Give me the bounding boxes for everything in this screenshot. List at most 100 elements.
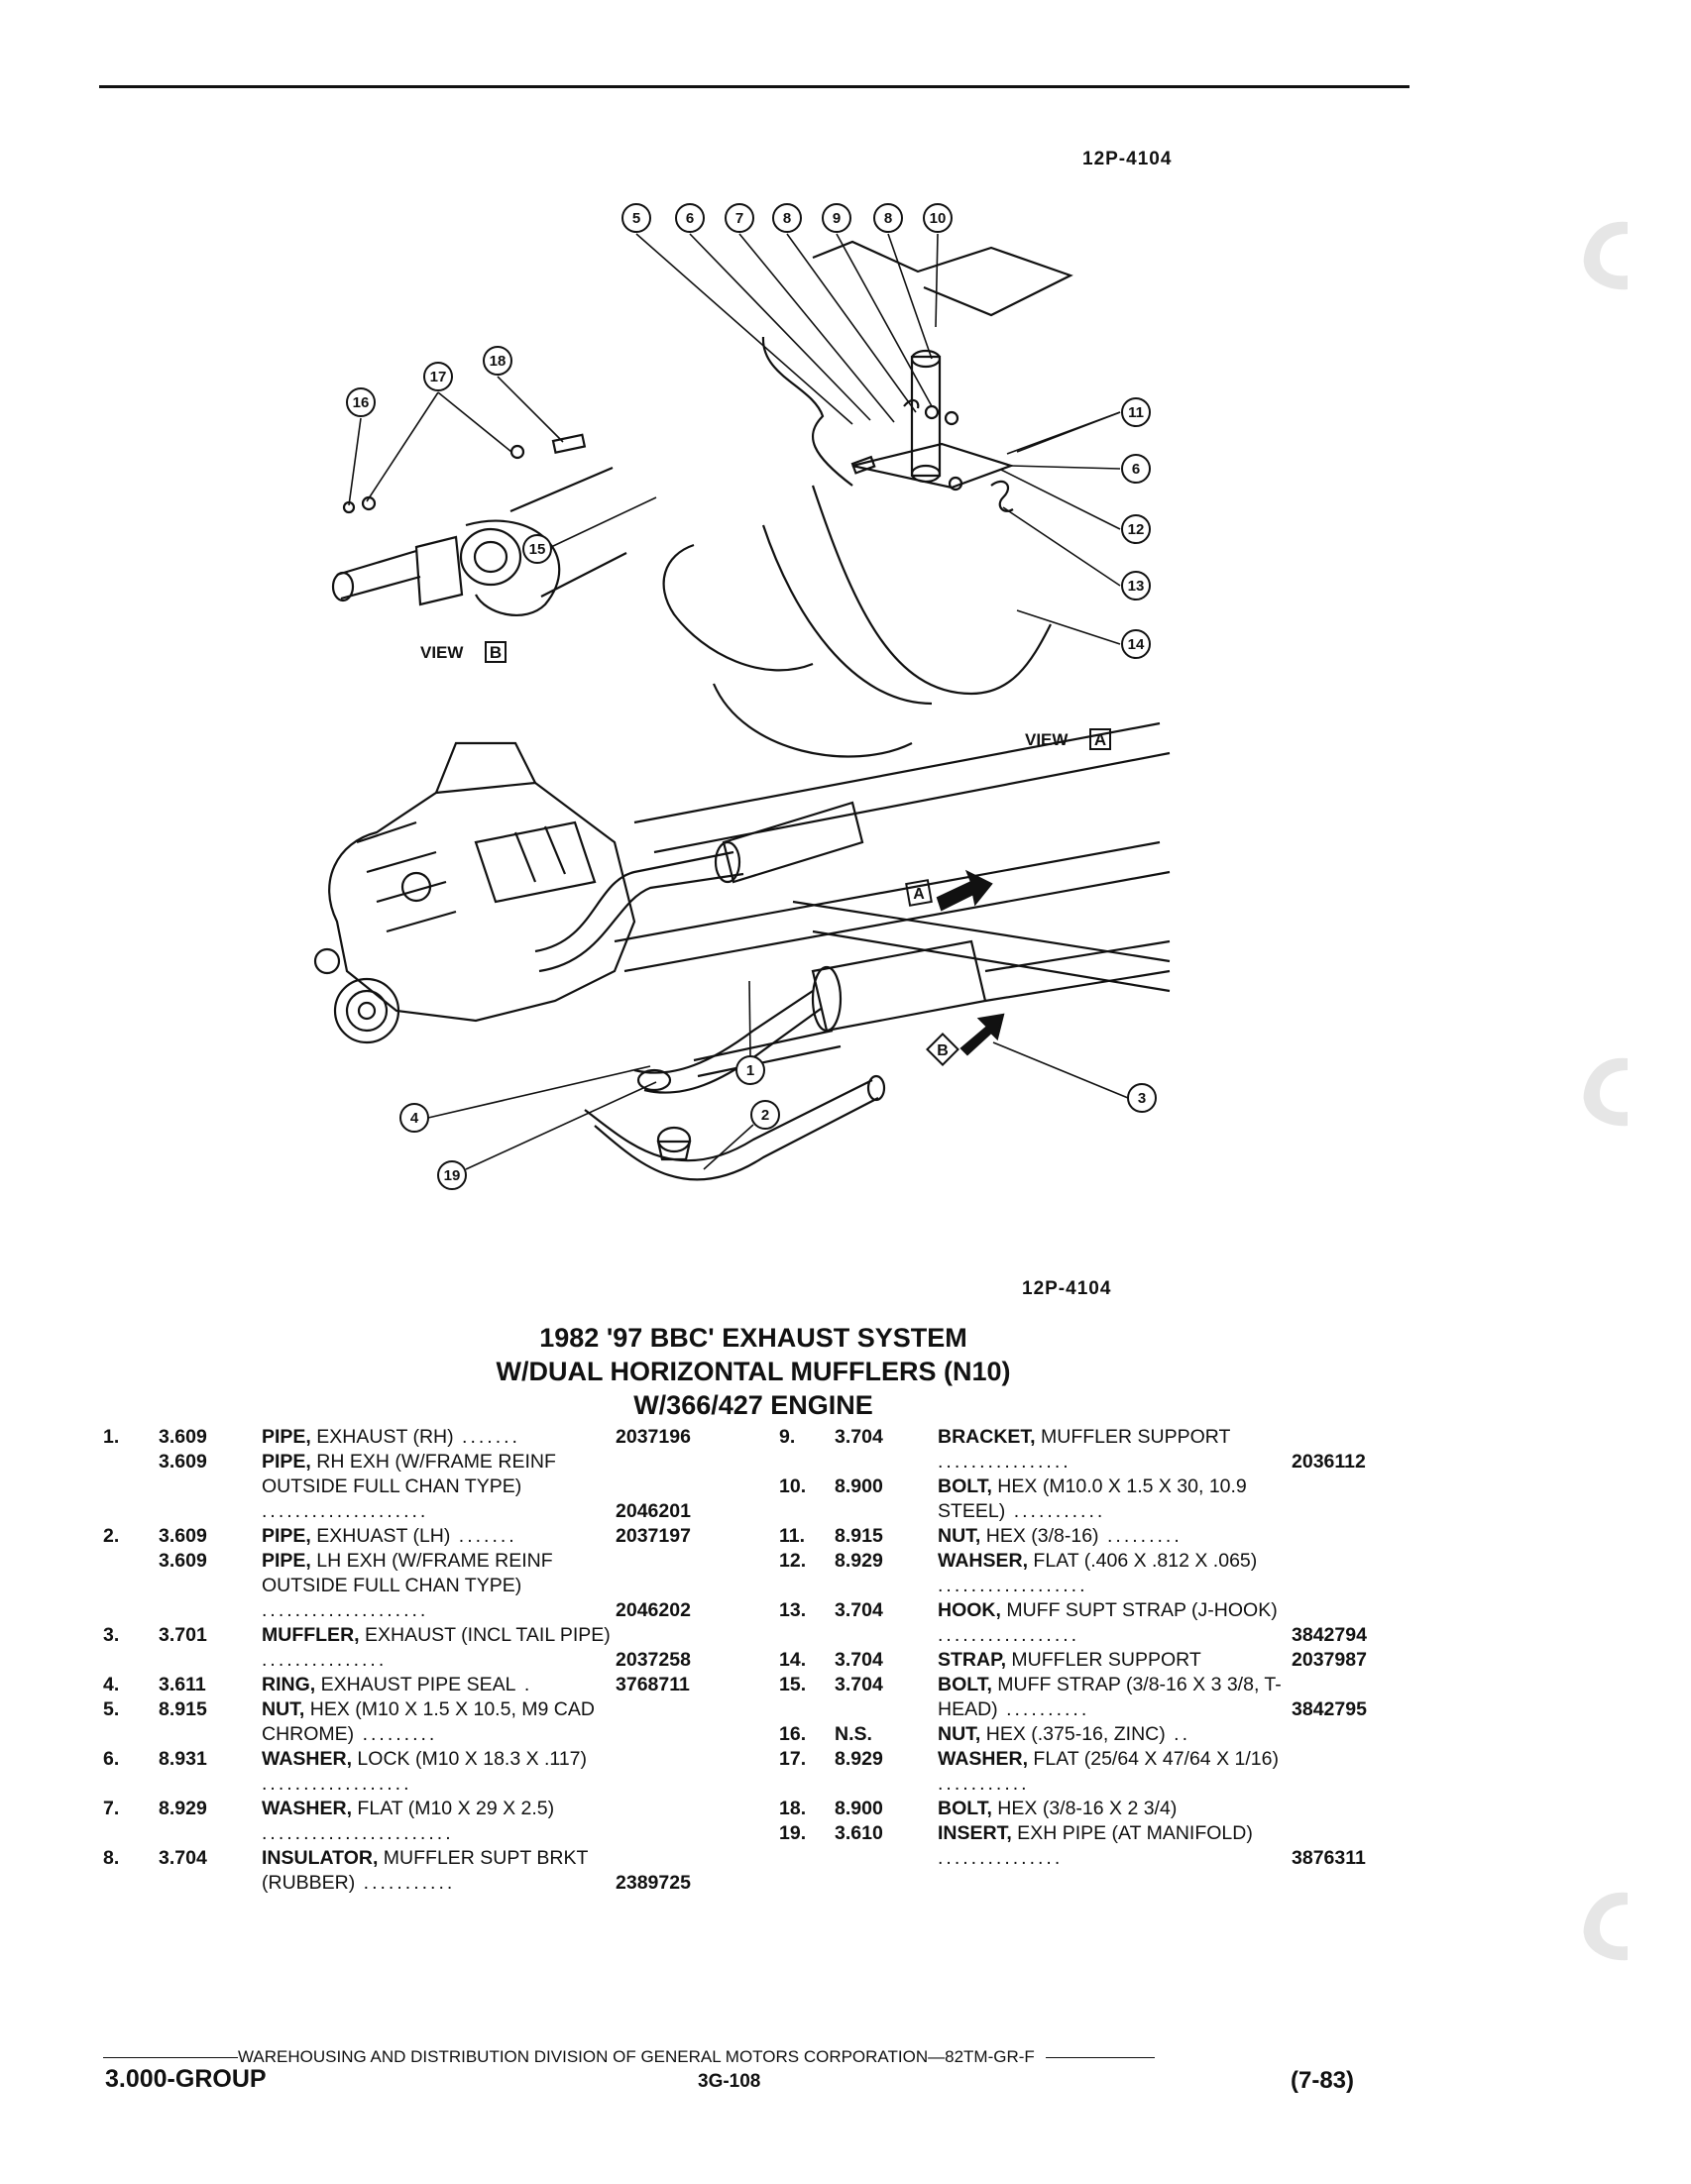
svg-text:18: 18 (490, 353, 507, 370)
item-leader-dots: ......... (1098, 1525, 1183, 1547)
svg-text:14: 14 (1128, 636, 1145, 653)
part-number: 3768711 (616, 1674, 690, 1695)
item-leader-dots: . (515, 1674, 533, 1695)
svg-text:8: 8 (783, 210, 791, 227)
svg-text:1: 1 (746, 1062, 754, 1079)
group-number: 8.900 (835, 1798, 883, 1819)
group-number: 8.929 (835, 1550, 883, 1572)
group-number: 8.900 (835, 1475, 883, 1497)
part-number: 3842795 (1292, 1698, 1367, 1720)
item-leader-dots: ........... (355, 1872, 456, 1894)
view-arrows (936, 869, 1005, 1056)
item-description: BOLT, HEX (M10.0 X 1.5 X 30, 10.9 STEEL)… (938, 1474, 1292, 1524)
item-description: NUT, HEX (3/8-16) ......... (938, 1524, 1292, 1549)
view-b-label: VIEW (420, 643, 464, 662)
item-text: HEX (.375-16, ZINC) (980, 1723, 1166, 1745)
item-description: WAHSER, FLAT (.406 X .812 X .065) ......… (938, 1549, 1292, 1598)
item-description: BRACKET, MUFFLER SUPPORT ...............… (938, 1425, 1292, 1474)
engine-block (313, 741, 636, 1044)
item-text: MUFFLER SUPT BRKT (RUBBER) (262, 1847, 589, 1894)
item-number: 14. (779, 1649, 807, 1671)
item-description: PIPE, LH EXH (W/FRAME REINF OUTSIDE FULL… (262, 1549, 616, 1623)
group-number: 3.704 (835, 1426, 883, 1448)
binder-hole-top (1583, 221, 1628, 290)
item-leader-dots: .................. (262, 1773, 412, 1795)
binder-hole-middle (1583, 1057, 1628, 1127)
item-keyword: PIPE, (262, 1550, 311, 1572)
item-text: LOCK (M10 X 18.3 X .117) (352, 1748, 588, 1770)
svg-text:8: 8 (884, 210, 892, 227)
item-number: 2. (103, 1525, 120, 1547)
group-number: 3.609 (159, 1451, 207, 1473)
item-number: 17. (779, 1748, 807, 1770)
item-keyword: WASHER, (262, 1798, 353, 1819)
item-leader-dots: ......... (354, 1723, 438, 1745)
callout-11: 11 (1121, 397, 1151, 427)
callout-12: 12 (1121, 514, 1151, 544)
item-text: FLAT (M10 X 29 X 2.5) (352, 1798, 555, 1819)
callout-19: 19 (437, 1160, 467, 1190)
group-number: 8.929 (835, 1748, 883, 1770)
group-number: 8.915 (159, 1698, 207, 1720)
item-text: EXHUAST (LH) (310, 1525, 451, 1547)
callout-2: 2 (750, 1100, 780, 1130)
svg-text:9: 9 (833, 210, 841, 227)
item-description: BOLT, MUFF STRAP (3/8-16 X 3 3/8, T-HEAD… (938, 1673, 1292, 1722)
item-number: 5. (103, 1698, 120, 1720)
item-leader-dots: .................... (262, 1500, 429, 1522)
svg-text:10: 10 (930, 210, 947, 227)
callout-5: 5 (621, 203, 651, 233)
item-number: 13. (779, 1599, 807, 1621)
leader-lines (348, 233, 1129, 1170)
item-keyword: MUFFLER, (262, 1624, 360, 1646)
item-leader-dots: ....... (450, 1525, 517, 1547)
callout-8b: 8 (873, 203, 903, 233)
callout-6: 6 (675, 203, 705, 233)
callout-18: 18 (483, 346, 512, 376)
item-keyword: WASHER, (938, 1748, 1029, 1770)
item-leader-dots: ........... (938, 1773, 1030, 1795)
item-leader-dots: ....................... (262, 1822, 454, 1844)
item-leader-dots: ............... (262, 1649, 388, 1671)
item-text: MUFFLER SUPPORT (1006, 1649, 1201, 1671)
top-rule (99, 85, 1409, 88)
parts-list-item: 16.N.S.NUT, HEX (.375-16, ZINC) .. (779, 1722, 1410, 1747)
item-text: EXH PIPE (AT MANIFOLD) (1011, 1822, 1253, 1844)
item-number: 6. (103, 1748, 120, 1770)
arrow-b-label: B (937, 1042, 949, 1059)
item-description: MUFFLER, EXHAUST (INCL TAIL PIPE) ......… (262, 1623, 616, 1673)
item-text: MUFF STRAP (3/8-16 X 3 3/8, T-HEAD) (938, 1674, 1282, 1720)
item-keyword: RING, (262, 1674, 316, 1695)
item-keyword: WAHSER, (938, 1550, 1029, 1572)
view-b-box: B (490, 643, 502, 662)
part-number: 3876311 (1292, 1847, 1366, 1869)
part-number: 2037196 (616, 1426, 691, 1448)
part-number: 2037258 (616, 1649, 691, 1671)
part-number: 2389725 (616, 1872, 691, 1894)
item-number: 19. (779, 1822, 807, 1844)
item-keyword: WASHER, (262, 1748, 353, 1770)
svg-text:4: 4 (410, 1110, 419, 1127)
callout-4: 4 (399, 1103, 429, 1133)
group-number: 8.929 (159, 1798, 207, 1819)
group-number: 3.610 (835, 1822, 883, 1844)
item-description: WASHER, FLAT (25/64 X 47/64 X 1/16) ....… (938, 1747, 1292, 1797)
item-number: 8. (103, 1847, 120, 1869)
item-number: 11. (779, 1525, 806, 1547)
view-b-assembly (331, 433, 627, 616)
item-leader-dots: ............... (938, 1847, 1064, 1869)
part-number: 2037987 (1292, 1649, 1367, 1671)
callout-9: 9 (822, 203, 851, 233)
item-description: WASHER, FLAT (M10 X 29 X 2.5) ..........… (262, 1797, 616, 1846)
svg-text:3: 3 (1138, 1090, 1146, 1107)
item-leader-dots: .. (1165, 1723, 1190, 1745)
item-number: 4. (103, 1674, 120, 1695)
